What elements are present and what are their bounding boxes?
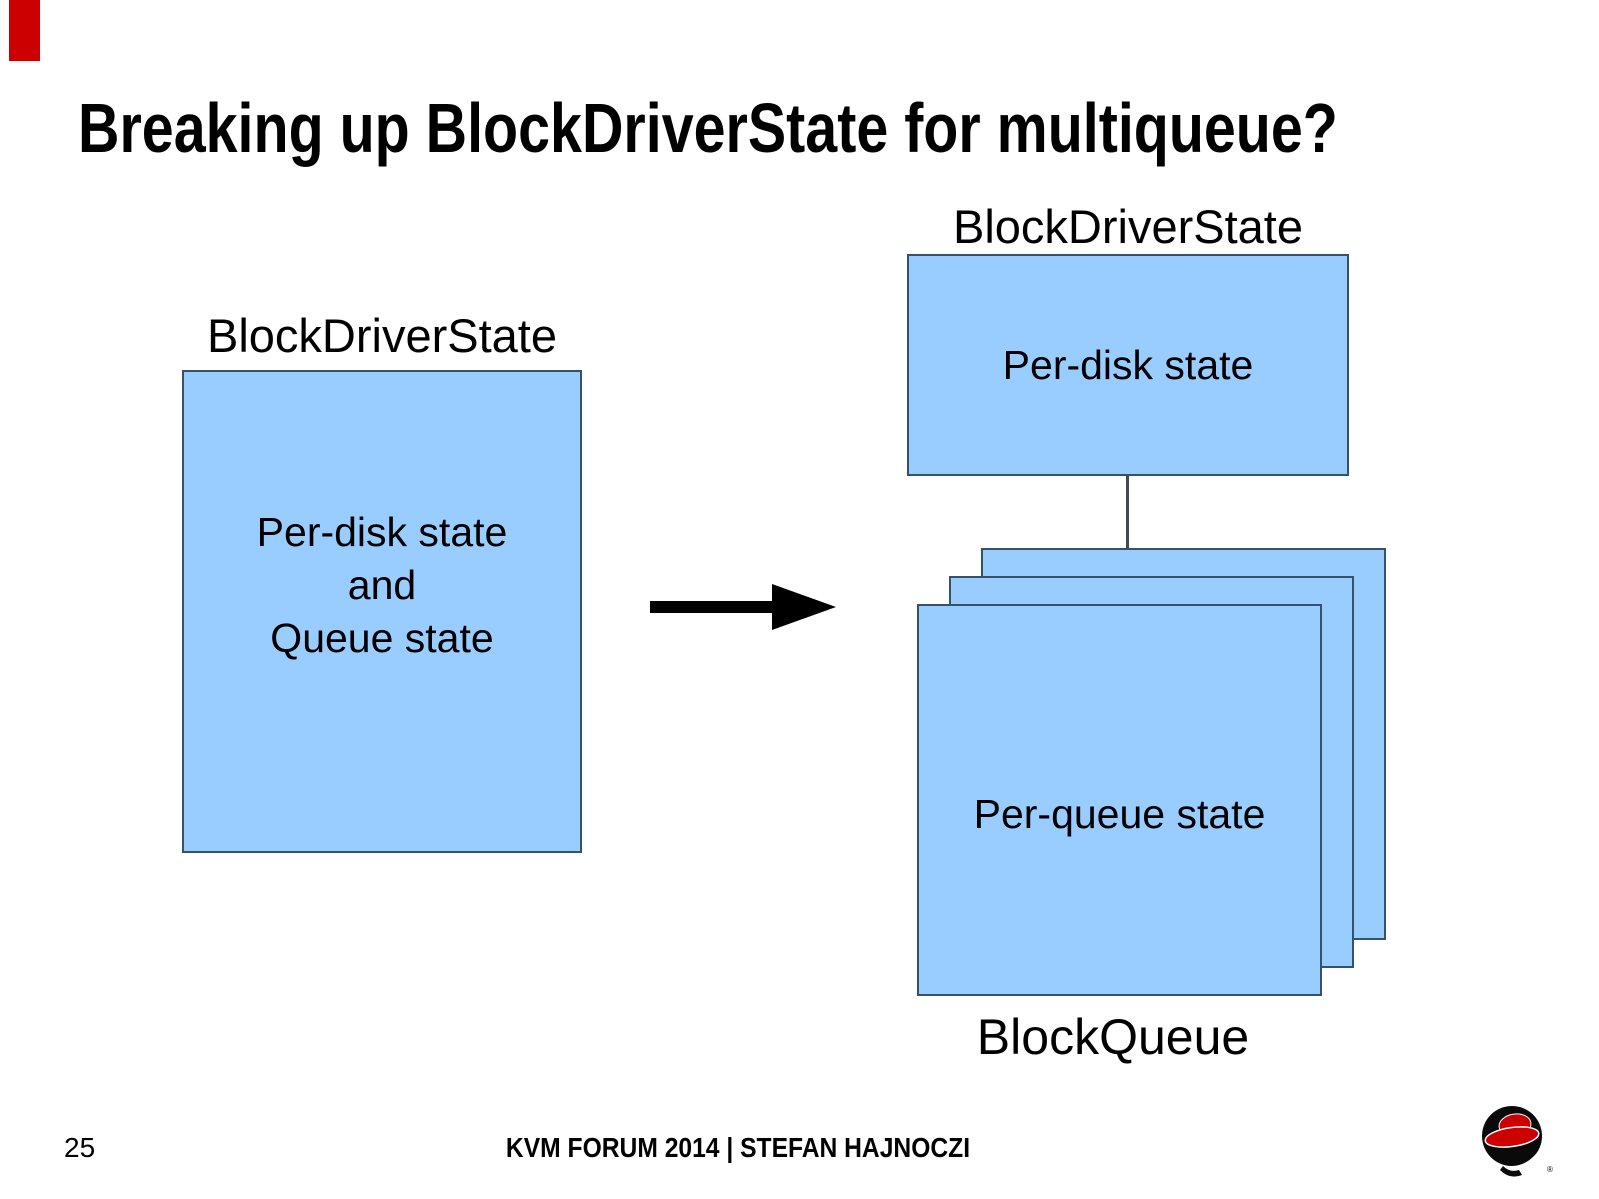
connector-line [1126,476,1129,550]
left-blockdriverstate-box: Per-disk state and Queue state [182,370,582,853]
svg-text:®: ® [1547,1165,1553,1174]
left-box-line-2: and [347,562,417,608]
per-disk-state-text: Per-disk state [1002,341,1254,388]
left-blockdriverstate-label: BlockDriverState [207,309,557,362]
slide-title: Breaking up BlockDriverState for multiqu… [78,89,1338,167]
left-box-line-1: Per-disk state [256,509,508,555]
page-number: 25 [64,1132,96,1163]
arrow-right-icon [772,584,836,630]
per-queue-state-text: Per-queue state [973,790,1266,837]
blockqueue-label: BlockQueue [976,1009,1250,1065]
per-disk-state-box: Per-disk state [907,254,1349,476]
left-box-text: Per-disk state and Queue state [257,506,508,665]
left-box-line-3: Queue state [270,615,494,661]
arrow-shaft [650,601,774,613]
footer: KVM FORUM 2014 | STEFAN HAJNOCZI [474,1134,1001,1162]
right-blockdriverstate-label: BlockDriverState [953,200,1303,253]
footer-text: KVM FORUM 2014 | STEFAN HAJNOCZI [505,1132,971,1163]
queue-box-front: Per-queue state [917,604,1322,996]
redhat-shadowman-logo-icon: ® [1482,1106,1553,1177]
redhat-ribbon-icon [9,0,40,61]
